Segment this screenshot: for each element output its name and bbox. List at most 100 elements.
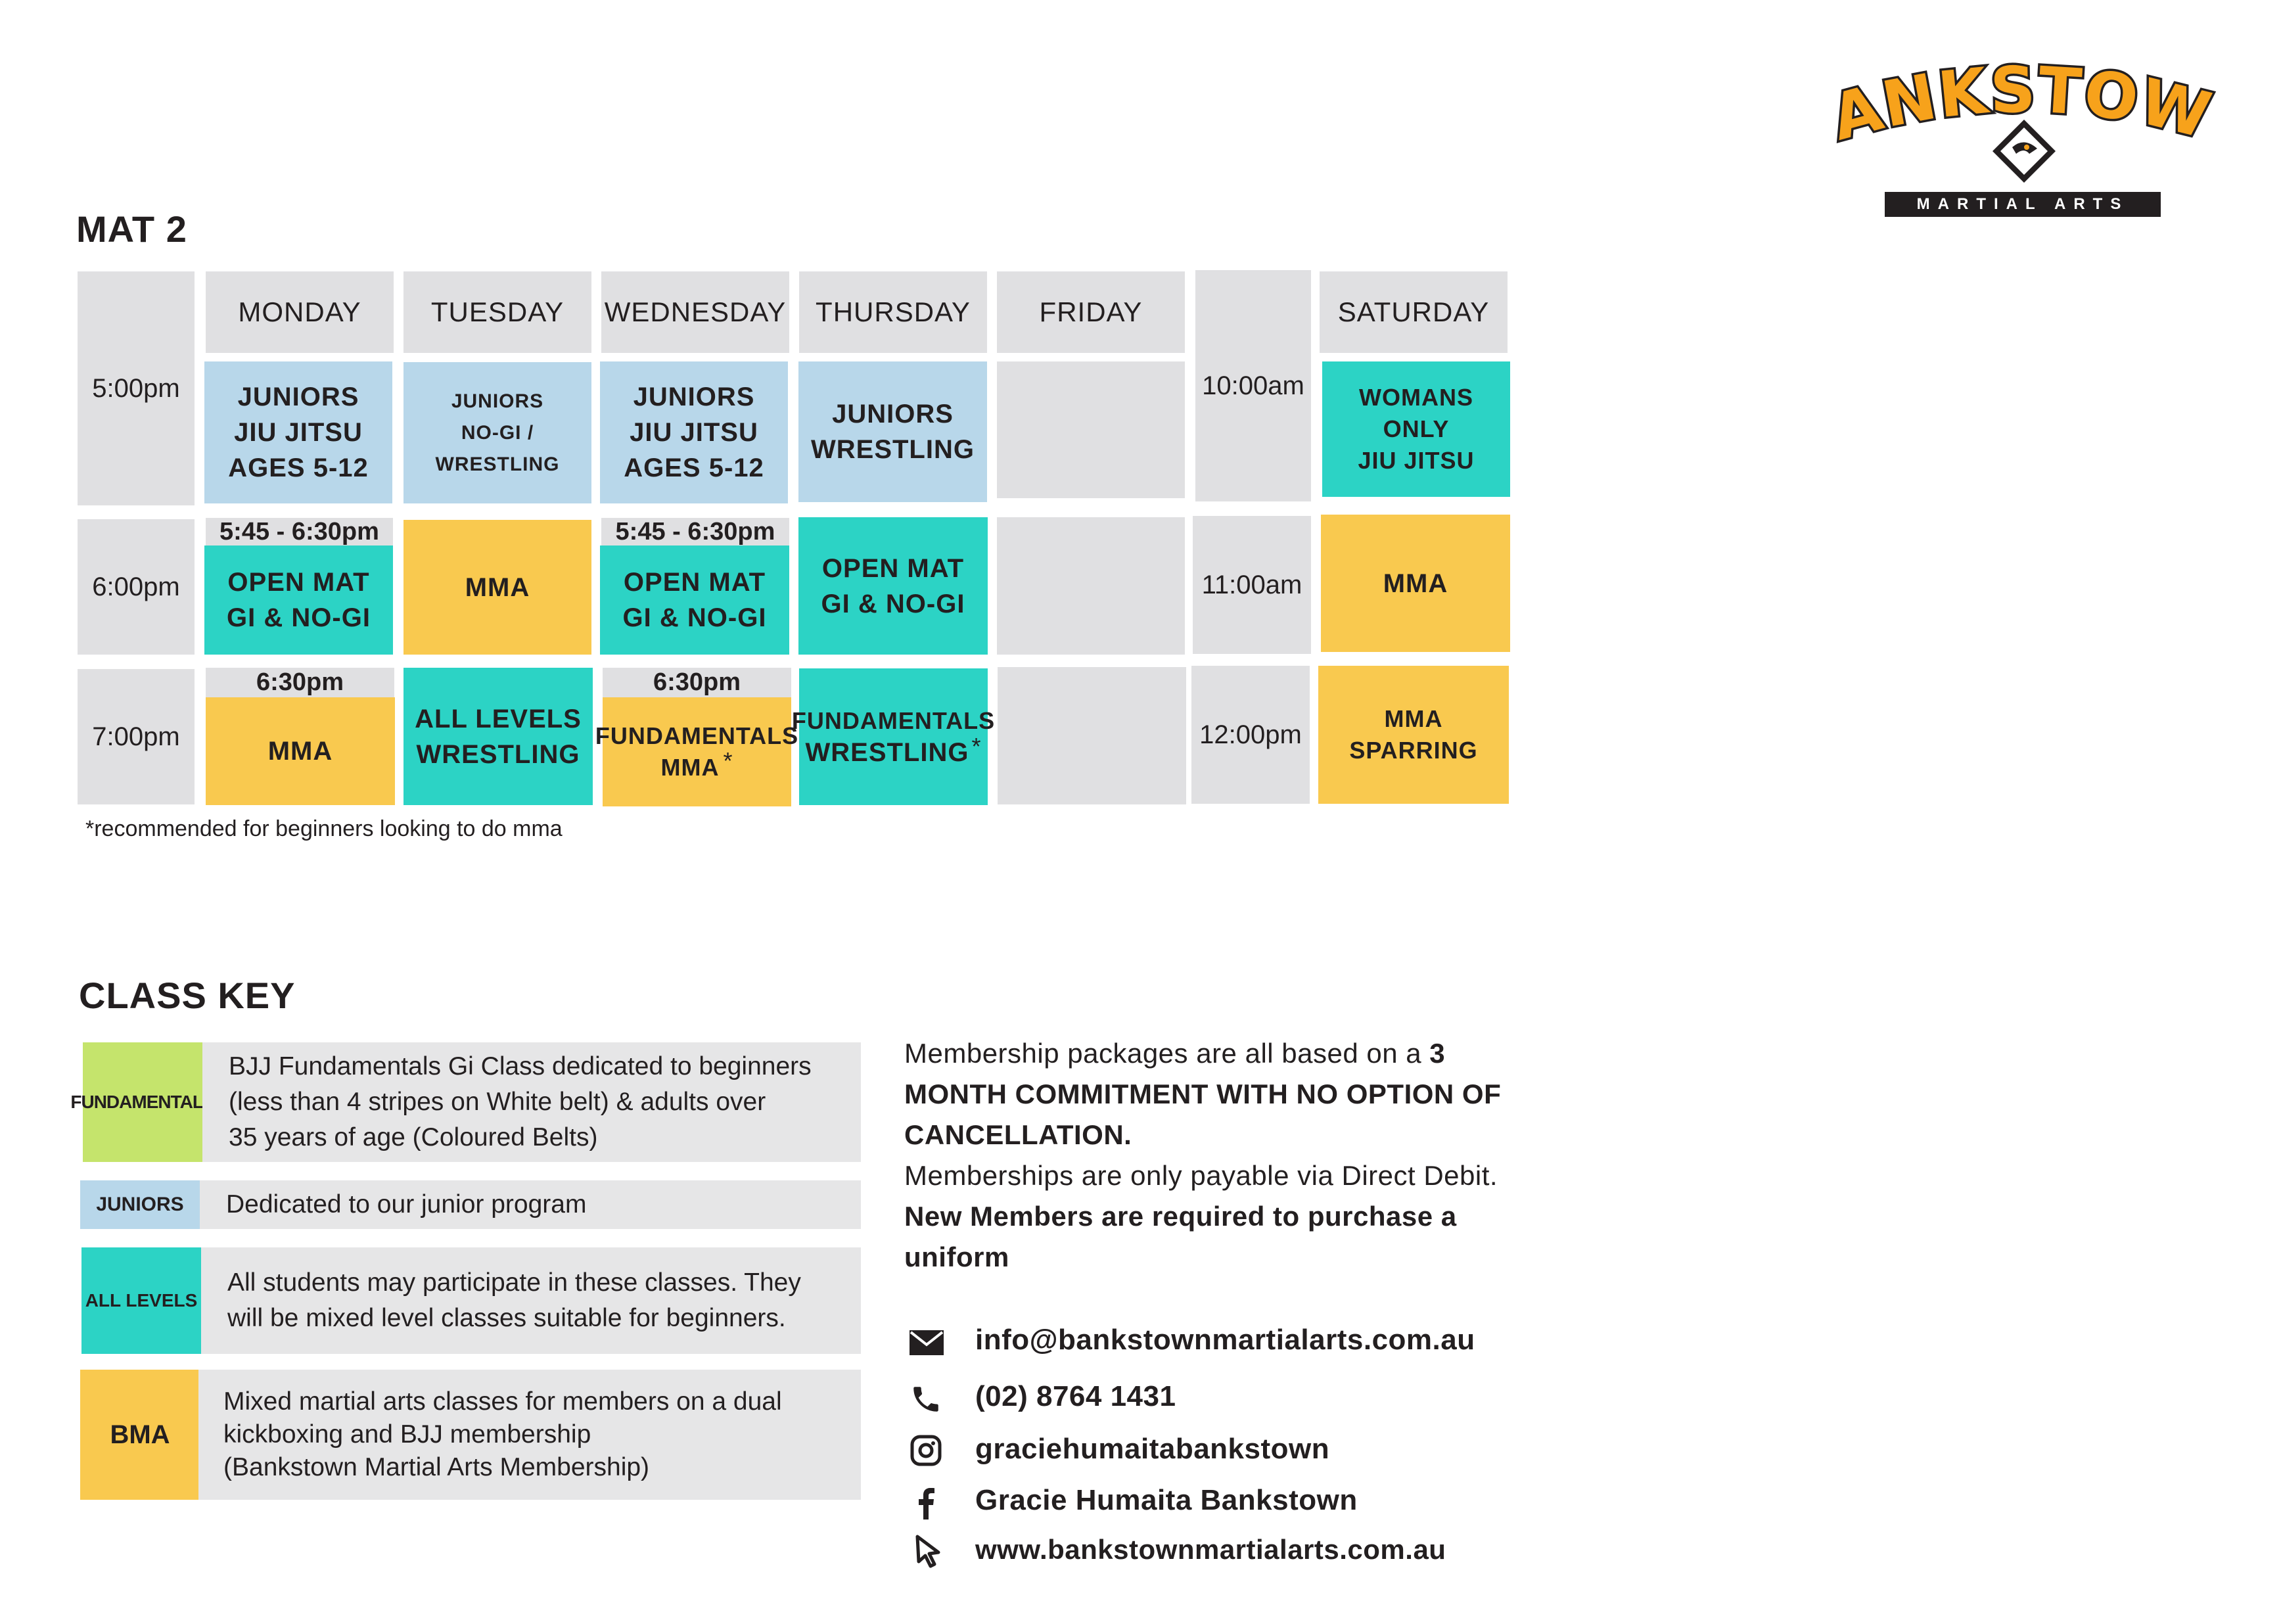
- class-fri-6pm-empty: [997, 517, 1185, 655]
- class-line: JIU JITSU: [630, 418, 758, 447]
- key-desc-line: (Bankstown Martial Arts Membership): [223, 1453, 650, 1481]
- instagram-icon: [910, 1435, 942, 1466]
- membership-text: Membership packages are all based on a: [904, 1038, 1430, 1069]
- class-mon-6pm: OPEN MAT GI & NO-GI: [204, 545, 393, 655]
- class-mon-5pm: JUNIORS JIU JITSU AGES 5-12: [204, 361, 392, 503]
- class-sat-10am: WOMANS ONLY JIU JITSU: [1322, 361, 1510, 497]
- class-line: JIU JITSU: [234, 418, 363, 447]
- class-line: JUNIORS: [633, 383, 755, 411]
- brand-tagline-bar: MARTIAL ARTS: [1885, 192, 2161, 217]
- class-thu-5pm: JUNIORS WRESTLING: [798, 361, 987, 502]
- day-header-tuesday: TUESDAY: [403, 271, 591, 353]
- key-tag-all-levels: ALL LEVELS: [81, 1247, 201, 1354]
- class-thu-6pm: OPEN MAT GI & NO-GI: [798, 517, 988, 655]
- membership-line-6: uniform: [904, 1237, 1627, 1278]
- class-sat-12pm: MMA SPARRING: [1318, 666, 1509, 804]
- day-header-friday: FRIDAY: [997, 271, 1185, 353]
- day-header-thursday: THURSDAY: [799, 271, 987, 353]
- class-line: JUNIORS: [451, 390, 544, 412]
- key-desc-fundamentals: BJJ Fundamentals Gi Class dedicated to b…: [202, 1042, 861, 1162]
- day-header-wednesday: WEDNESDAY: [601, 271, 789, 353]
- class-line: JUNIORS: [832, 400, 954, 429]
- time-label-10am: 10:00am: [1195, 270, 1311, 501]
- membership-info: Membership packages are all based on a 3…: [904, 1033, 1627, 1278]
- key-tag-fundamentals: FUNDAMENTALS: [70, 1042, 216, 1162]
- class-line: GI & NO-GI: [821, 589, 965, 618]
- phone-icon: [913, 1387, 938, 1412]
- page-title: MAT 2: [76, 208, 187, 250]
- class-fri-5pm-empty: [997, 361, 1185, 498]
- class-line: OPEN MAT: [227, 568, 370, 597]
- class-line: FUNDAMENTALS: [791, 707, 996, 734]
- class-key-title: CLASS KEY: [79, 975, 296, 1016]
- class-mon-7pm-time: 6:30pm: [206, 668, 394, 697]
- class-line: WRESTLING: [416, 739, 580, 769]
- class-line: SPARRING: [1349, 737, 1478, 764]
- asterisk-mark: *: [971, 732, 982, 760]
- key-desc-line: Dedicated to our junior program: [226, 1190, 587, 1218]
- class-tue-7pm: ALL LEVELS WRESTLING: [403, 668, 593, 805]
- class-line: AGES 5-12: [624, 453, 764, 482]
- day-header-monday: MONDAY: [206, 271, 394, 353]
- key-desc-line: BJJ Fundamentals Gi Class dedicated to b…: [229, 1052, 812, 1080]
- key-desc-line: All students may participate in these cl…: [227, 1268, 801, 1297]
- membership-emphasis: CANCELLATION.: [904, 1119, 1132, 1150]
- key-desc-line: Mixed martial arts classes for members o…: [223, 1387, 782, 1416]
- class-tue-5pm: JUNIORS NO-GI / WRESTLING: [403, 362, 591, 503]
- time-label-5pm: 5:00pm: [78, 271, 195, 505]
- class-line: MMA: [1384, 705, 1443, 732]
- facebook-icon: [919, 1488, 934, 1520]
- membership-emphasis: 3: [1429, 1038, 1446, 1069]
- contact-email[interactable]: info@bankstownmartialarts.com.au: [975, 1324, 1475, 1356]
- contact-website[interactable]: www.bankstownmartialarts.com.au: [975, 1534, 1446, 1565]
- contact-facebook[interactable]: Gracie Humaita Bankstown: [975, 1484, 1358, 1516]
- class-line: JIU JITSU: [1358, 447, 1475, 474]
- brand-tagline: MARTIAL ARTS: [1916, 195, 2129, 213]
- contact-instagram[interactable]: graciehumaitabankstown: [975, 1433, 1330, 1465]
- class-line-text: WRESTLING: [805, 737, 969, 767]
- class-wed-6pm-time: 5:45 - 6:30pm: [601, 518, 789, 545]
- membership-line-3: CANCELLATION.: [904, 1115, 1627, 1155]
- class-line: JUNIORS: [237, 383, 359, 411]
- key-desc-juniors: Dedicated to our junior program: [200, 1180, 861, 1229]
- class-line: WOMANS: [1359, 384, 1473, 411]
- time-label-7pm: 7:00pm: [78, 669, 195, 804]
- class-fri-7pm-empty: [998, 667, 1186, 804]
- key-desc-line: kickboxing and BJJ membership: [223, 1420, 591, 1449]
- membership-emphasis: MONTH COMMITMENT WITH NO OPTION OF: [904, 1079, 1502, 1109]
- membership-line-2: MONTH COMMITMENT WITH NO OPTION OF: [904, 1074, 1627, 1115]
- class-line: ONLY: [1383, 415, 1450, 442]
- membership-line-4: Memberships are only payable via Direct …: [904, 1160, 1498, 1191]
- class-line: GI & NO-GI: [227, 603, 371, 632]
- key-desc-line: will be mixed level classes suitable for…: [227, 1304, 786, 1332]
- time-label-12pm: 12:00pm: [1191, 666, 1310, 804]
- cursor-icon: [915, 1535, 940, 1568]
- class-sat-11am: MMA: [1321, 515, 1510, 652]
- class-line: MMA: [465, 572, 530, 602]
- class-line: ALL LEVELS: [415, 704, 582, 733]
- class-wed-6pm: OPEN MAT GI & NO-GI: [600, 545, 789, 655]
- class-wed-7pm-time: 6:30pm: [603, 668, 791, 697]
- key-desc-all-levels: All students may participate in these cl…: [201, 1247, 861, 1354]
- time-label-11am: 11:00am: [1193, 516, 1311, 654]
- class-line: MMA: [267, 737, 333, 766]
- key-desc-line: (less than 4 stripes on White belt) & ad…: [229, 1088, 766, 1116]
- class-line: NO-GI / WRESTLING: [435, 421, 560, 475]
- asterisk-mark: *: [723, 747, 733, 774]
- class-line: OPEN MAT: [623, 568, 766, 597]
- day-header-saturday: SATURDAY: [1320, 271, 1508, 353]
- class-line: MMA: [1383, 568, 1448, 598]
- class-line-text: MMA: [660, 754, 720, 781]
- contact-phone[interactable]: (02) 8764 1431: [975, 1380, 1176, 1412]
- class-line: OPEN MAT: [821, 553, 965, 583]
- key-tag-juniors: JUNIORS: [80, 1180, 200, 1229]
- class-line: GI & NO-GI: [622, 603, 767, 632]
- membership-emphasis: New Members are required to purchase a: [904, 1201, 1457, 1232]
- key-desc-bma: Mixed martial arts classes for members o…: [198, 1370, 861, 1500]
- membership-line-1: Membership packages are all based on a 3: [904, 1033, 1627, 1074]
- footnote: *recommended for beginners looking to do…: [85, 816, 563, 841]
- membership-emphasis: uniform: [904, 1241, 1009, 1272]
- class-line: WRESTLING*: [805, 733, 982, 769]
- class-mon-7pm: MMA: [206, 697, 395, 805]
- class-wed-7pm: FUNDAMENTALS MMA*: [595, 697, 798, 806]
